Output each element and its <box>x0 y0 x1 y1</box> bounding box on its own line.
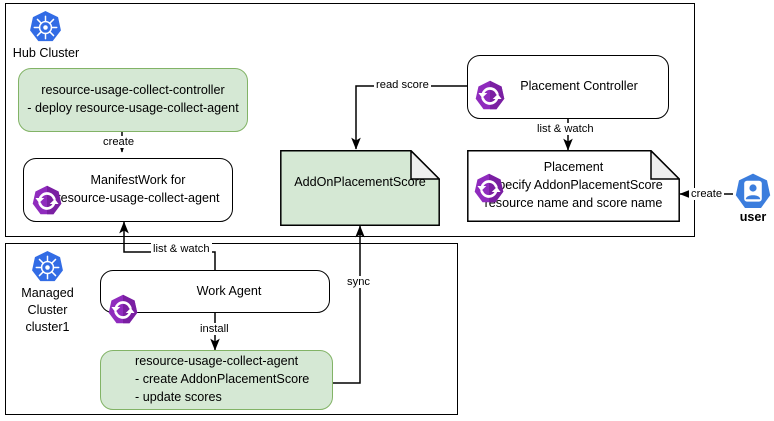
edge-label-read-score: read score <box>374 79 431 92</box>
node-label: Placement Controller <box>520 79 638 94</box>
node-label: resource-usage-collect-agent - create Ad… <box>135 354 310 404</box>
node-placement-controller[interactable]: Placement Controller <box>467 55 669 119</box>
edge-label-sync: sync <box>345 276 373 289</box>
node-label: ManifestWork for resource-usage-collect-… <box>56 173 220 205</box>
node-placement[interactable]: Placement - specify AddonPlacementScore … <box>467 150 680 222</box>
managed-cluster-frame <box>5 243 458 415</box>
node-addon-placement-score[interactable]: AddOnPlacementScore <box>280 150 440 226</box>
node-resource-usage-collect-agent[interactable]: resource-usage-collect-agent - create Ad… <box>100 350 333 410</box>
kubernetes-icon <box>28 10 63 45</box>
node-manifestwork[interactable]: ManifestWork for resource-usage-collect-… <box>23 158 233 222</box>
ocm-sync-icon <box>106 275 140 324</box>
user-icon[interactable] <box>733 172 773 212</box>
edge-label-list-watch-manifestwork: list & watch <box>151 243 212 256</box>
node-label: AddOnPlacementScore <box>294 175 426 190</box>
user-label: user <box>739 210 767 224</box>
kubernetes-icon <box>30 250 65 285</box>
ocm-sync-icon <box>30 166 64 215</box>
hub-cluster-caption: Hub Cluster <box>12 46 80 60</box>
edge-label-create: create <box>101 136 137 149</box>
document-shape <box>467 150 680 222</box>
edge-label-list-watch-placement: list & watch <box>535 123 596 136</box>
edge-label-install: install <box>198 323 231 336</box>
managed-cluster-caption: Managed Cluster cluster1 <box>21 286 74 334</box>
node-label: Work Agent <box>196 283 262 298</box>
ocm-sync-icon <box>472 154 506 203</box>
node-resource-usage-collect-controller[interactable]: resource-usage-collect-controller - depl… <box>18 68 248 132</box>
ocm-sync-icon <box>473 61 507 110</box>
document-shape <box>280 150 440 226</box>
node-label: resource-usage-collect-controller - depl… <box>27 83 239 115</box>
edge-label-create-placement: create <box>689 188 725 201</box>
node-work-agent[interactable]: Work Agent <box>100 270 330 324</box>
